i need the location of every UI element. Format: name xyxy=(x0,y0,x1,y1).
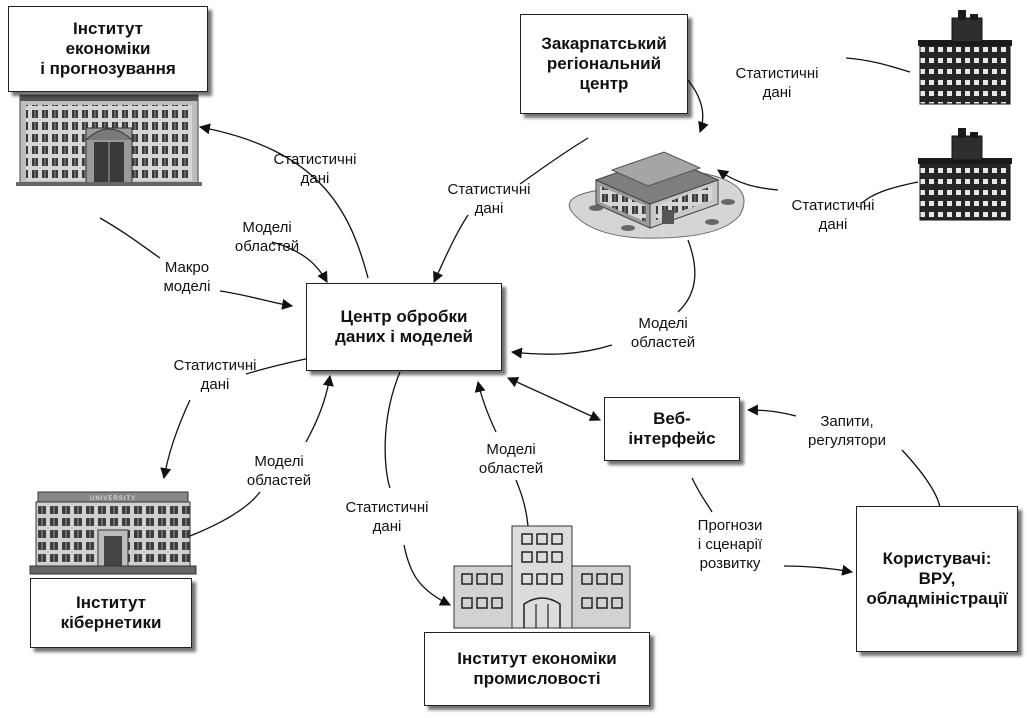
edge-models-from-industry xyxy=(515,479,529,527)
edge-models-from-inst-economy xyxy=(271,241,328,283)
edge-macro-models xyxy=(99,217,161,259)
edge-stat-to-cybernetics xyxy=(160,399,191,480)
edge-forecasts xyxy=(691,477,713,513)
edge-models-zakarpattia-arrow xyxy=(510,344,613,359)
label-stat-from-zakarpattia: Статистичні дані xyxy=(447,181,531,217)
edge-models-from-zakarpattia xyxy=(677,239,696,313)
edge-requests-arrow xyxy=(746,404,797,417)
edge-requests xyxy=(901,449,941,511)
edge-stat-zakarpattia-to-center xyxy=(433,214,469,283)
office-building-icon xyxy=(568,151,745,239)
label-macro-models: Макро моделі xyxy=(163,259,211,295)
label-models-from-cybernetics: Моделі областей xyxy=(246,453,312,489)
label-models-from-inst-economy: Моделі областей xyxy=(234,219,300,255)
edge-stat-top-building xyxy=(845,57,911,73)
node-industry: Інститут економіки промисловості xyxy=(424,632,650,706)
university-building-icon: UNIVERSITY xyxy=(29,491,197,575)
dark-building-icon xyxy=(918,128,1012,221)
label-requests: Запити, регулятори xyxy=(808,413,886,449)
label-forecasts: Прогнози і сценарії розвитку xyxy=(697,517,763,572)
edge-models-cyber-arrow xyxy=(305,374,334,443)
classical-building-icon xyxy=(16,94,202,186)
edge-stat-to-industry xyxy=(384,371,401,489)
dark-building-icon xyxy=(918,10,1012,105)
label-stat-to-industry: Статистичні дані xyxy=(345,499,429,535)
edge-macro-models-arrow xyxy=(219,290,294,310)
node-zakarpattia: Закарпатський регіональний центр xyxy=(520,14,688,114)
institute-building-icon xyxy=(453,525,631,629)
edge-models-industry-arrow xyxy=(474,380,497,433)
edge-stat-from-zakarpattia xyxy=(717,169,779,191)
node-cybernetics: Інститут кібернетики xyxy=(30,578,192,648)
label-stat-to-cybernetics: Статистичні дані xyxy=(173,357,257,393)
edge-center-web xyxy=(506,377,602,421)
edge-stat-industry-arrow xyxy=(403,544,451,606)
building-sign-text: UNIVERSITY xyxy=(90,496,136,502)
edge-models-from-cybernetics xyxy=(189,491,261,537)
node-web: Веб- інтерфейс xyxy=(604,397,740,461)
edge-stat-bottom-building xyxy=(861,181,919,204)
node-inst-economy: Інститут економіки і прогнозування xyxy=(8,6,208,92)
node-center: Центр обробки даних і моделей xyxy=(306,283,502,371)
label-stat-to-zakarpattia: Статистичні дані xyxy=(735,65,819,101)
label-models-from-industry: Моделі областей xyxy=(478,441,544,477)
node-users: Користувачі: ВРУ, обладміністрації xyxy=(856,506,1018,652)
label-stat-to-inst-economy: Статистичні дані xyxy=(273,151,357,187)
edge-stat-to-inst-economy xyxy=(198,123,369,279)
edge-zakarpattia-to-labels xyxy=(519,137,589,185)
edge-forecasts-arrow xyxy=(783,564,854,576)
label-stat-bottom-building: Статистичні дані xyxy=(791,197,875,233)
label-models-from-zakarpattia: Моделі областей xyxy=(630,315,696,351)
